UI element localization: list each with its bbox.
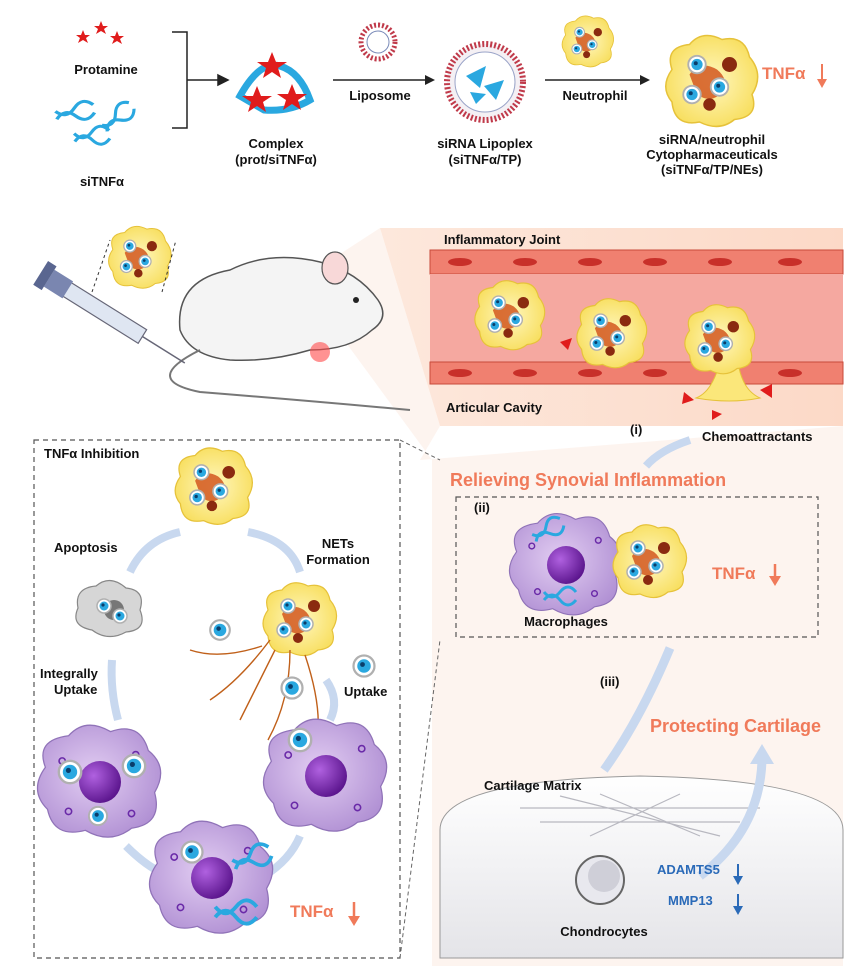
label-tnfa-top: TNFα (762, 64, 806, 83)
cartilage-illustration (439, 744, 844, 959)
label-tnfa-inhibition-result: TNFα (290, 902, 334, 921)
label-cartilage-matrix: Cartilage Matrix (484, 778, 582, 793)
label-macrophages: Macrophages (524, 614, 608, 629)
label-cyto-3: (siTNFα/TP/NEs) (661, 162, 763, 177)
label-tnfa-inhibition: TNFα Inhibition (44, 446, 140, 461)
arrow-step-i (642, 436, 692, 469)
label-step-i: (i) (630, 422, 643, 437)
tnfa-inhibition-box (33, 439, 401, 959)
zoom-line-2 (399, 639, 441, 959)
label-nets-2: Formation (306, 552, 370, 567)
label-cyto-2: Cytopharmaceuticals (646, 147, 778, 162)
label-sitnfa: siTNFα (79, 174, 125, 189)
label-articular-cavity: Articular Cavity (446, 400, 543, 415)
arrow-liposome (333, 22, 435, 85)
label-protecting: Protecting Cartilage (650, 716, 822, 736)
label-step-iii: (iii) (600, 674, 620, 689)
macrophage-box (455, 496, 819, 638)
label-complex: Complex (248, 136, 304, 151)
label-tnfa-macrophage: TNFα (712, 564, 756, 583)
lipoplex-icon (444, 41, 526, 123)
arrow-step-iii (600, 646, 675, 773)
label-lipoplex-sub: (siTNFα/TP) (448, 152, 522, 167)
label-complex-sub: (prot/siTNFα) (235, 152, 317, 167)
label-chemoattractants: Chemoattractants (702, 429, 813, 444)
tnfa-down-arrow-top (817, 64, 827, 88)
macrophage-illustration (508, 512, 781, 616)
complex-icon (235, 52, 315, 114)
cytopharmaceutical-icon (666, 36, 758, 127)
zoom-line-1 (399, 439, 441, 461)
label-adamts5: ADAMTS5 (657, 862, 720, 877)
label-inflammatory-joint: Inflammatory Joint (444, 232, 561, 247)
arrow-neutrophil (545, 16, 650, 85)
label-uptake: Uptake (344, 684, 388, 699)
inhibition-illustrations (36, 448, 388, 934)
label-step-ii: (ii) (474, 500, 490, 515)
label-protamine: Protamine (74, 62, 138, 77)
label-liposome: Liposome (349, 88, 411, 103)
label-integrally-uptake: Uptake (54, 682, 98, 697)
label-apoptosis: Apoptosis (54, 540, 118, 555)
label-neutrophil: Neutrophil (562, 88, 628, 103)
blood-vessel (429, 249, 844, 420)
label-cyto-1: siRNA/neutrophil (658, 132, 766, 147)
label-integrally: Integrally (40, 666, 98, 681)
sirna-strands-icon (52, 97, 139, 149)
label-chondrocytes: Chondrocytes (560, 924, 648, 939)
label-lipoplex: siRNA Lipoplex (437, 136, 533, 151)
syringe-illustration (33, 226, 186, 364)
label-relieving: Relieving Synovial Inflammation (450, 470, 727, 490)
merge-bracket (172, 31, 230, 129)
protamine-stars-icon (76, 21, 124, 44)
label-nets-1: NETs (321, 536, 355, 551)
mouse-illustration (169, 251, 411, 411)
label-mmp13: MMP13 (668, 893, 713, 908)
